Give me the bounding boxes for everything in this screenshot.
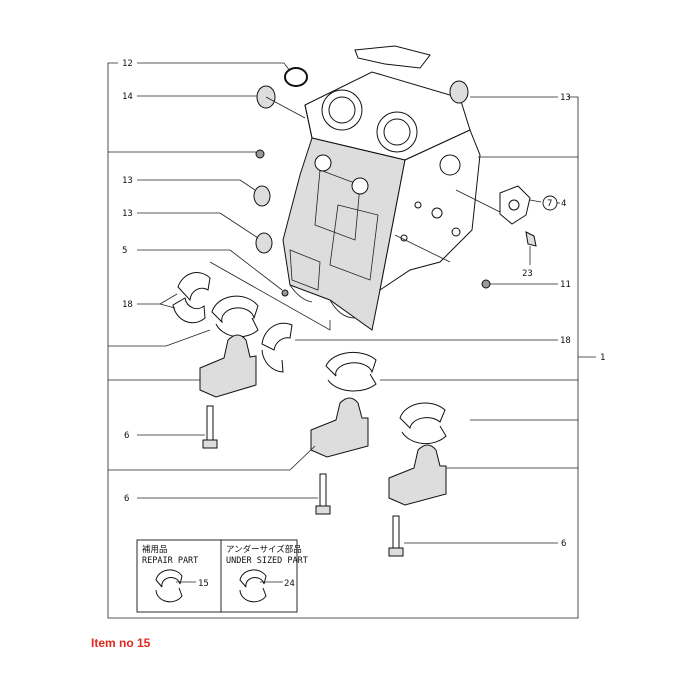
- callout-1: 1: [600, 353, 605, 363]
- under-sized-en: UNDER SIZED PART: [226, 556, 308, 566]
- under-sized-jp: アンダーサイズ部品: [226, 544, 302, 555]
- callout-18-left: 18: [122, 300, 133, 310]
- callout-7-circle: 7: [542, 195, 560, 211]
- callout-6-a: 6: [124, 431, 129, 441]
- bearing-shells: [172, 272, 447, 445]
- callout-23: 23: [522, 269, 533, 279]
- repair-part-number: 15: [198, 579, 209, 589]
- cylinder-block: [255, 45, 481, 331]
- frame-lines: [107, 62, 596, 619]
- repair-part-jp: 補用品: [142, 544, 168, 555]
- callout-18-right: 18: [560, 336, 571, 346]
- repair-part-en: REPAIR PART: [142, 556, 198, 566]
- callout-13-top-right: 13: [560, 93, 571, 103]
- under-sized-part-number: 24: [284, 579, 295, 589]
- item-caption: Item no 15: [91, 636, 151, 650]
- cover-plate: [499, 185, 537, 265]
- callout-13-left-b: 13: [122, 209, 133, 219]
- callout-14: 14: [122, 92, 133, 102]
- repair-part-box: 補用品 REPAIR PART アンダーサイズ部品 UNDER SIZED PA…: [136, 539, 308, 613]
- callout-6-b: 6: [124, 494, 129, 504]
- callout-6-c: 6: [561, 539, 566, 549]
- callout-12: 12: [122, 59, 133, 69]
- bearing-caps: [199, 334, 447, 506]
- leader-lines: [108, 62, 578, 544]
- callout-5: 5: [122, 246, 127, 256]
- callout-7: 7: [547, 199, 552, 209]
- callout-4: 4: [561, 199, 566, 209]
- callout-numbers: 12 14 13 13 13 5 18 18 11 1 4 23 6 6 6: [122, 59, 605, 549]
- callout-11: 11: [560, 280, 571, 290]
- plugs-and-seals: [253, 67, 491, 289]
- callout-13-left-a: 13: [122, 176, 133, 186]
- cap-bolts: [202, 405, 404, 557]
